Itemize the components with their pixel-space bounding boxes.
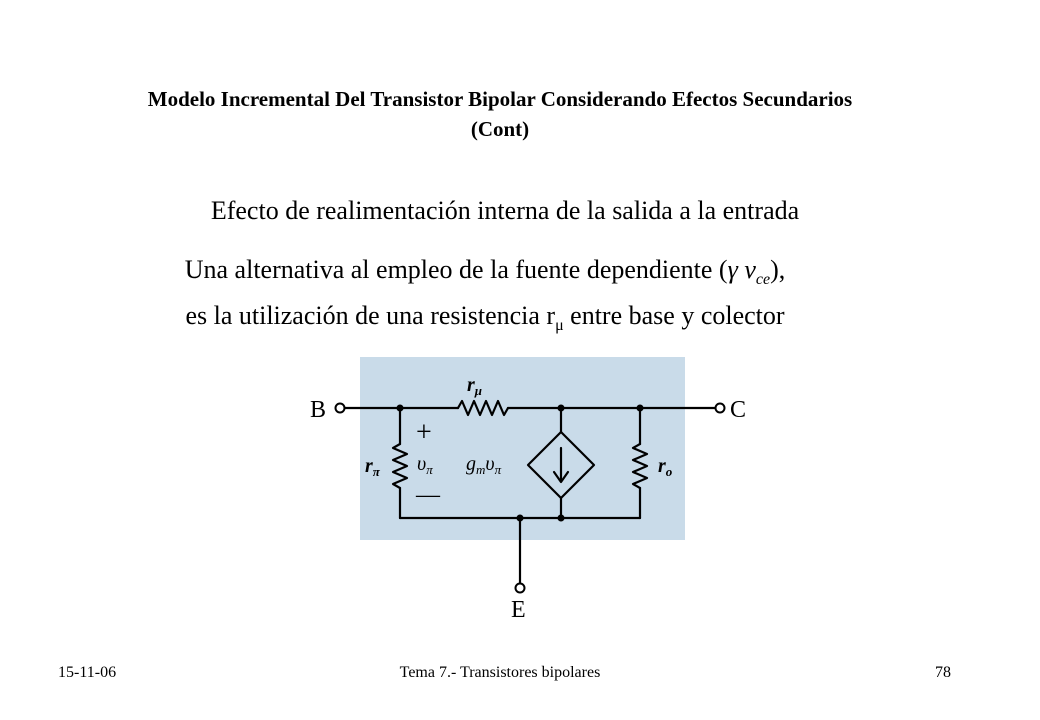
label-rmu: rμ xyxy=(467,374,482,398)
body-line-2-start: es la utilización de una resistencia r xyxy=(185,301,556,331)
title-line-1: Modelo Incremental Del Transistor Bipola… xyxy=(147,87,853,111)
resistor-ro xyxy=(631,442,649,490)
rmu-subscript: μ xyxy=(555,317,564,335)
body-line-2-end: entre base y colector xyxy=(563,301,785,331)
body-line-1-end: ), xyxy=(770,255,786,284)
resistor-rmu xyxy=(456,399,510,417)
body-line-1-start: Una alternativa al empleo de la fuente d… xyxy=(184,255,728,284)
terminal-c xyxy=(714,402,726,414)
junction-dot xyxy=(557,514,565,522)
label-e: E xyxy=(511,597,526,623)
source-arrow-head xyxy=(552,470,570,484)
circuit-panel-background xyxy=(360,357,685,540)
label-rpi: rπ xyxy=(365,455,381,479)
body-line-1: Una alternativa al empleo de la fuente d… xyxy=(0,252,970,298)
footer-date: 15-11-06 xyxy=(58,664,117,681)
resistor-rpi xyxy=(391,442,409,490)
terminal-b xyxy=(334,402,346,414)
label-vpi: υπ xyxy=(417,453,433,477)
title-line-2: (Cont) xyxy=(470,117,530,141)
label-b: B xyxy=(310,397,326,423)
slide-body: Una alternativa al empleo de la fuente d… xyxy=(0,252,970,344)
terminal-e xyxy=(514,582,526,594)
junction-dot xyxy=(516,514,524,522)
label-c: C xyxy=(730,397,746,423)
slide-title: Modelo Incremental Del Transistor Bipola… xyxy=(30,84,970,144)
footer-page-number: 78 xyxy=(935,664,951,681)
slide-subtitle: Efecto de realimentación interna de la s… xyxy=(210,196,800,225)
body-line-2: es la utilización de una resistencia rμ … xyxy=(0,298,970,344)
vce-subscript: ce xyxy=(755,271,771,289)
label-plus: + xyxy=(416,417,432,448)
footer-topic: Tema 7.- Transistores bipolares xyxy=(399,664,601,681)
gamma-v: γ v xyxy=(727,255,756,284)
label-gm-vpi: gmυπ xyxy=(466,453,502,477)
gamma-vce: γ vce xyxy=(727,255,771,288)
junction-dot xyxy=(636,404,644,412)
junction-dot xyxy=(557,404,565,412)
label-minus: — xyxy=(415,482,441,508)
label-ro: ro xyxy=(658,455,673,479)
junction-dot xyxy=(396,404,404,412)
